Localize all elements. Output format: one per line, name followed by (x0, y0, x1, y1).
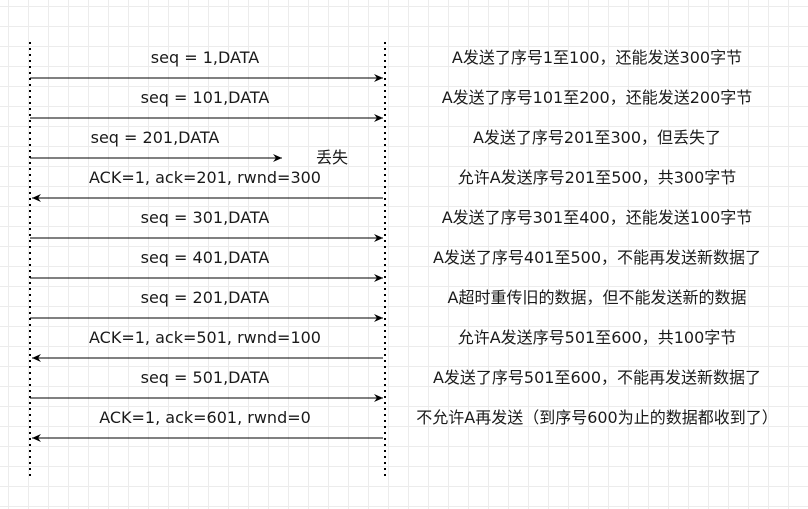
arrow-head-icon (374, 74, 383, 82)
arrow-head-icon (374, 394, 383, 402)
arrow-head-icon (374, 274, 383, 282)
message-label: seq = 401,DATA (140, 248, 270, 267)
explanation-note: 允许A发送序号201至500，共300字节 (457, 168, 737, 187)
message-label: seq = 1,DATA (150, 48, 260, 67)
message-label: seq = 501,DATA (140, 368, 270, 387)
arrow-head-icon (32, 354, 41, 362)
message-label: seq = 201,DATA (90, 128, 220, 147)
explanation-note: A发送了序号1至100，还能发送300字节 (451, 48, 743, 67)
explanation-note: A发送了序号301至400，还能发送100字节 (441, 208, 753, 227)
message-label: ACK=1, ack=601, rwnd=0 (99, 408, 311, 427)
explanation-note: A发送了序号401至500，不能再发送新数据了 (432, 248, 762, 267)
message-label: ACK=1, ack=201, rwnd=300 (89, 168, 321, 187)
arrow-head-icon (273, 154, 282, 162)
arrow-head-icon (374, 314, 383, 322)
explanation-note: A发送了序号201至300，但丢失了 (472, 128, 722, 147)
message-label: seq = 301,DATA (140, 208, 270, 227)
message-label: ACK=1, ack=501, rwnd=100 (89, 328, 321, 347)
arrow-head-icon (374, 114, 383, 122)
explanation-note: A超时重传旧的数据，但不能发送新的数据 (447, 288, 747, 307)
explanation-note: 不允许A再发送（到序号600为止的数据都收到了） (416, 408, 778, 427)
arrow-head-icon (32, 194, 41, 202)
message-label: seq = 101,DATA (140, 88, 270, 107)
explanation-note: 允许A发送序号501至600，共100字节 (457, 328, 737, 347)
arrow-head-icon (374, 234, 383, 242)
explanation-note: A发送了序号101至200，还能发送200字节 (441, 88, 753, 107)
message-label: seq = 201,DATA (140, 288, 270, 307)
arrow-head-icon (32, 434, 41, 442)
lost-label: 丢失 (316, 148, 349, 167)
explanation-note: A发送了序号501至600，不能再发送新数据了 (432, 368, 762, 387)
